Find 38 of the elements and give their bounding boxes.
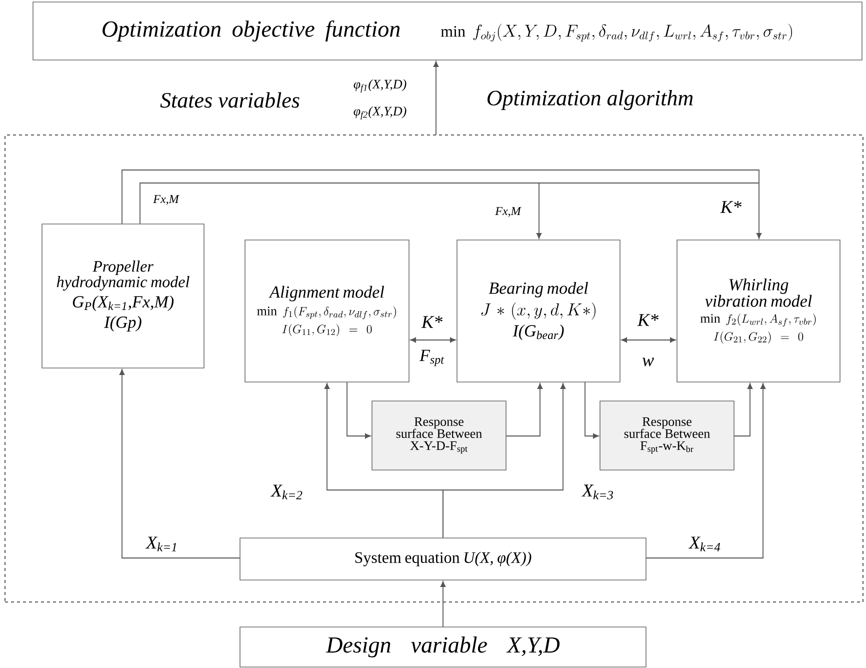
edge-label: X$_{k=3}$ [581, 484, 614, 500]
arrow [122, 170, 762, 239]
arrow [440, 581, 446, 628]
edge-label: K* [421, 316, 442, 328]
state-variable: φ$_{f2}$(X,Y,D) [354, 106, 406, 120]
edge-label: K* [720, 201, 742, 213]
arrow [433, 61, 439, 136]
arrow [734, 383, 753, 436]
arrow [410, 337, 456, 343]
variable-label: F$_{spt}$ [420, 350, 444, 366]
response-surface-box: Response surface Between F$_{spt}$-w-K$_{br}$ [600, 400, 734, 470]
model-box: Propeller hydrodynamic model G$_{P}$(X$_{k=1}$,Fx,M) I(Gp) [42, 224, 204, 368]
arrow [584, 382, 599, 439]
arrow [506, 383, 543, 436]
edge-label: X$_{k=2}$ [270, 484, 302, 500]
arrow [140, 182, 542, 239]
edge-label: X$_{k=4}$ [688, 536, 720, 552]
label-text: Optimization algorithm [488, 90, 693, 110]
edge-label: K* [637, 314, 658, 326]
arrow [621, 337, 676, 343]
arrow [442, 383, 566, 538]
variable-label: w [642, 358, 654, 366]
design-variable-box: Design variable X,Y,D [240, 626, 646, 668]
edge-label: X$_{k=1}$ [145, 536, 176, 552]
objective-box: Optimization objective function $\min\ f_{obj}(X,Y,D,F_{spt},\delta_{rad},\nu_{dlf},L_{wrl},A_{sf},\tau_{vbr},\sigma_{str})$ [32, 2, 862, 60]
model-box: Bearing model $J*(x,y,d,K*)$ I(G$_{bear}$) [456, 240, 620, 382]
dashed-frame [4, 134, 864, 602]
state-variable: φ$_{f1}$(X,Y,D) [354, 79, 406, 93]
variable-label: Fx,M [153, 195, 180, 205]
equation-box: System equation U(X, φ(X)) [240, 538, 646, 580]
arrow [346, 382, 371, 439]
model-box: Whirling vibration model $\min\ f_2(L_{wrl},A_{sf},\tau_{vbr})$ $I(G_{21},G_{22})=0$ [676, 240, 840, 382]
arrow [646, 383, 766, 558]
edge-label: Fx,M [495, 207, 522, 217]
arrow [119, 369, 240, 558]
label-text: States variables [160, 92, 300, 108]
response-surface-box: Response surface Between X-Y-D-F$_{spt}$ [372, 400, 506, 470]
model-box: Alignment model $\min\ f_1(F_{spt},\delta_{rad},\nu_{dlf},\sigma_{str})$ $I(G_{11},G_{12})=0$ [244, 240, 410, 382]
